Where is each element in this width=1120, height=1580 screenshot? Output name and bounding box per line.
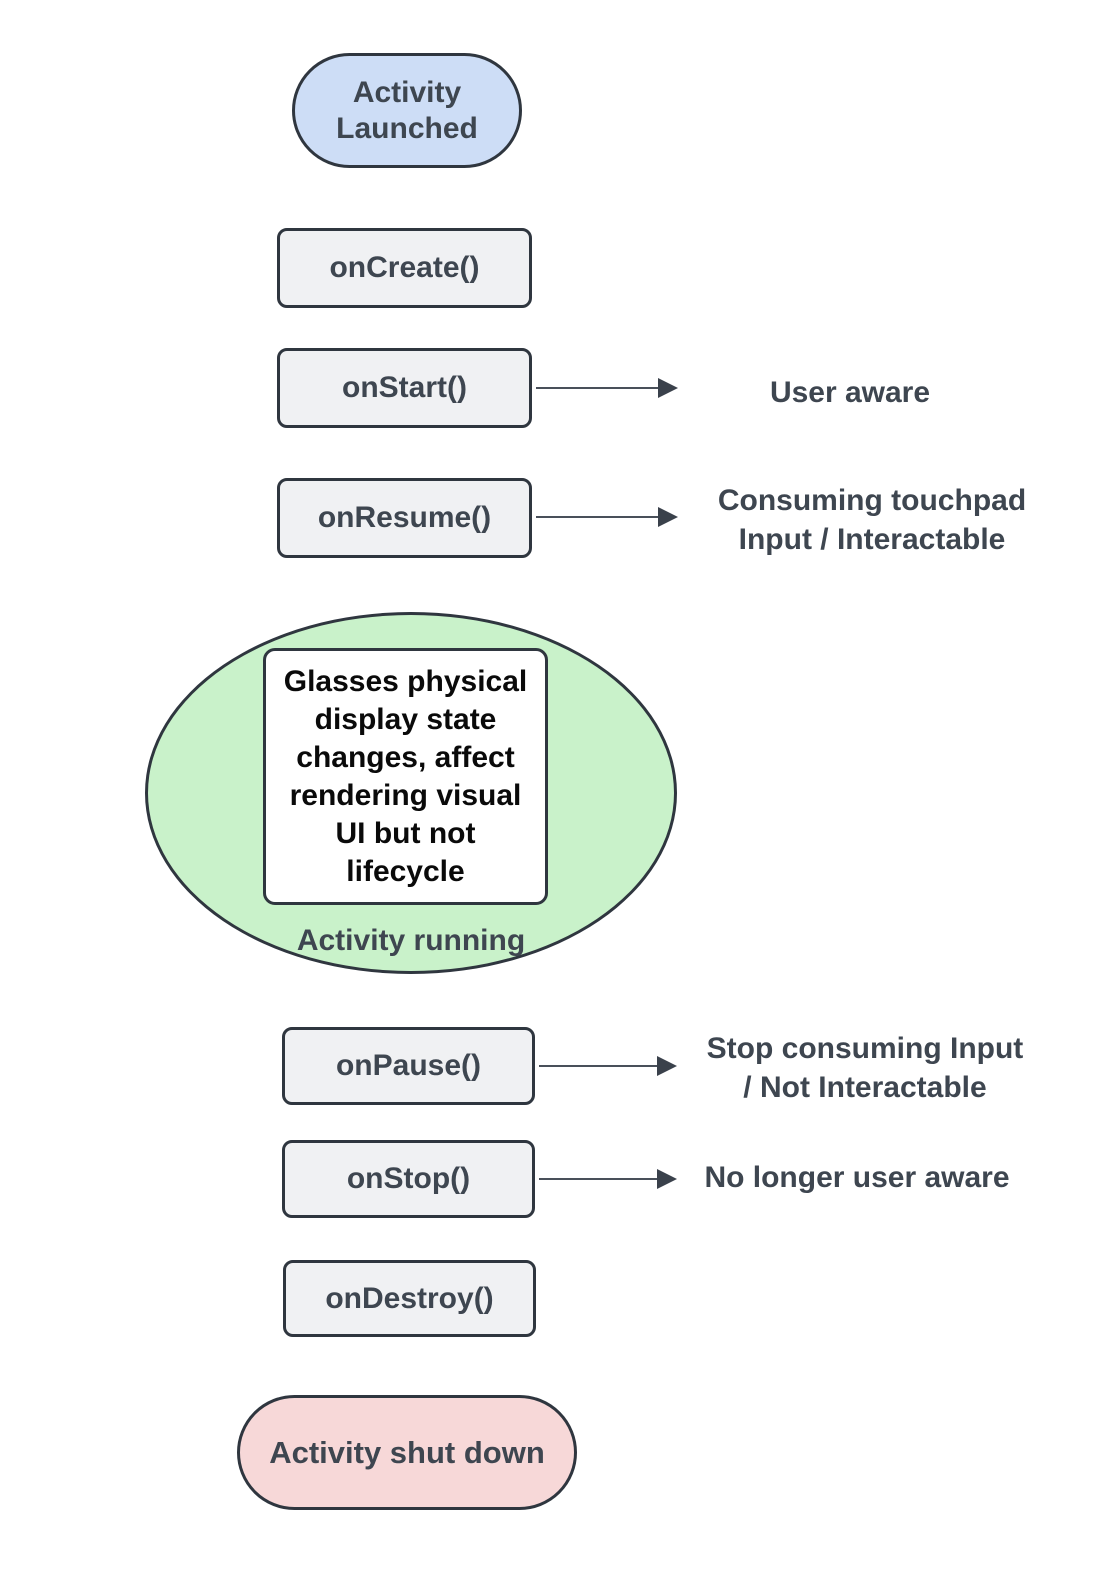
node-onresume: onResume() (277, 478, 532, 558)
arrow-onstop-annotation (539, 1169, 677, 1189)
node-ondestroy: onDestroy() (283, 1260, 536, 1337)
node-onstop: onStop() (282, 1140, 535, 1218)
arrow-onstart-annotation (536, 378, 678, 398)
node-onstart-label: onStart() (342, 371, 467, 404)
node-ondestroy-label: onDestroy() (325, 1281, 494, 1315)
annotation-no-longer-user-aware: No longer user aware (704, 1161, 1010, 1194)
annotation-user-aware: User aware (769, 376, 931, 409)
annotation-consuming-touchpad: Consuming touchpad Input / Interactable (717, 484, 1027, 556)
node-activity-running-label: Activity running (296, 924, 526, 957)
node-oncreate-label: onCreate() (329, 251, 480, 284)
arrow-onpause-annotation (539, 1056, 677, 1076)
node-onstart: onStart() (277, 348, 532, 428)
node-oncreate: onCreate() (277, 228, 532, 308)
node-activity-launched-label: Activity Launched (336, 75, 478, 145)
annotation-stop-consuming: Stop consuming Input / Not Interactable (706, 1032, 1024, 1104)
arrow-onresume-annotation (536, 507, 678, 527)
node-activity-shut-down-label: Activity shut down (269, 1434, 545, 1470)
node-activity-launched: Activity Launched (292, 53, 522, 168)
node-onstop-label: onStop() (346, 1162, 471, 1195)
node-onpause-label: onPause() (335, 1049, 482, 1082)
node-onresume-label: onResume() (317, 501, 492, 534)
activity-running-note: Glasses physical display state changes, … (263, 648, 548, 905)
node-onpause: onPause() (282, 1027, 535, 1105)
node-activity-shut-down: Activity shut down (237, 1395, 577, 1510)
activity-running-note-text: Glasses physical display state changes, … (283, 664, 528, 888)
